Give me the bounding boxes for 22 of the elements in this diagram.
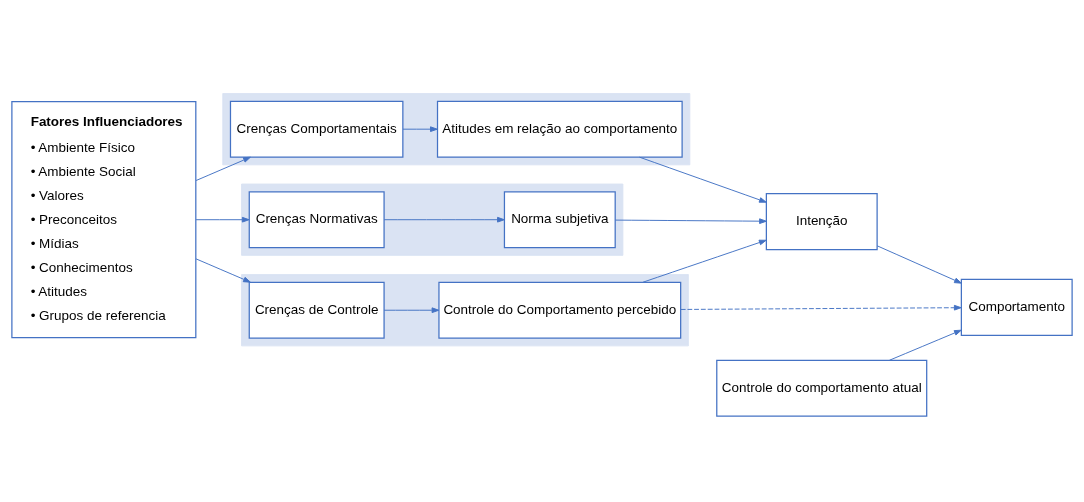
node-box: Controle do Comportamento percebido — [438, 281, 682, 339]
node-box: Crenças Comportamentais — [229, 100, 404, 158]
node-box: Norma subjetiva — [503, 191, 616, 249]
arrow — [402, 126, 438, 132]
arrow — [195, 156, 251, 181]
node-box: Crenças de Controle — [248, 281, 385, 339]
arrow — [195, 216, 250, 223]
node-box: Intenção — [765, 193, 878, 251]
arrow — [888, 329, 962, 361]
arrow — [639, 156, 767, 203]
node-box: Crenças Normativas — [248, 191, 385, 249]
arrow — [642, 239, 767, 283]
arrow — [383, 307, 440, 314]
arrow — [614, 218, 767, 224]
node-box: Controle do comportamento atual — [716, 359, 928, 417]
node-box: Atitudes em relação ao comportamento — [436, 100, 683, 158]
node-box: Fatores Influenciadores • Ambiente Físico • Ambiente Social • Valores • Preconceitos • Mídias • Conhecimentos • Atitudes • Grupos de referencia — [11, 101, 197, 339]
node-box: Comportamento — [960, 278, 1073, 336]
arrow — [383, 216, 505, 223]
arrow — [195, 258, 251, 283]
arrow — [876, 245, 962, 284]
arrow — [680, 304, 962, 311]
